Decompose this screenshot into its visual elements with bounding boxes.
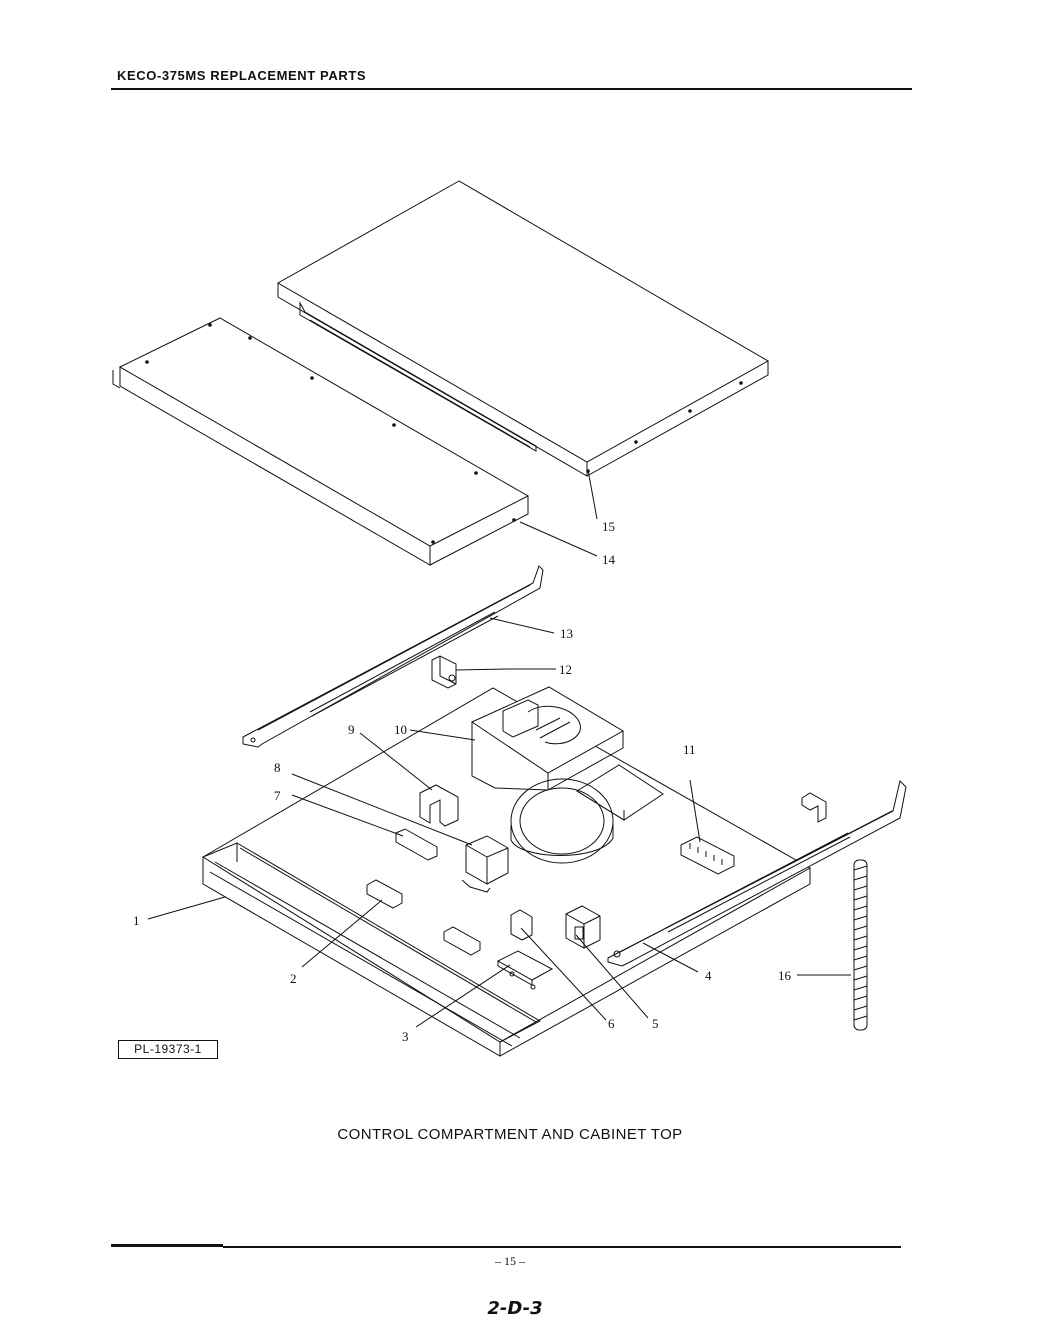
callout-4: 4 — [705, 968, 712, 983]
callout-14: 14 — [602, 552, 616, 567]
figure-caption: CONTROL COMPARTMENT AND CABINET TOP — [337, 1126, 683, 1143]
terminal-block-small — [443, 926, 481, 956]
part-5-transformer — [565, 905, 601, 949]
part-3-plate — [496, 950, 554, 990]
callout-11: 11 — [683, 742, 696, 757]
part-6-switch — [510, 909, 533, 941]
part-11-terminal-strip — [680, 836, 735, 875]
callout-3: 3 — [402, 1029, 409, 1044]
callout-leaders — [147, 469, 851, 1028]
callout-1: 1 — [133, 913, 140, 928]
part-2-terminal-block — [366, 879, 403, 909]
part-12-bracket — [431, 655, 457, 689]
blower-ring — [510, 778, 614, 864]
part-10-fan-housing — [470, 686, 625, 791]
callout-13: 13 — [560, 626, 573, 641]
footer-rule-accent — [111, 1244, 223, 1247]
part-16-threaded-rod — [853, 859, 868, 1031]
part-9-switch-bracket — [419, 784, 459, 827]
callout-8: 8 — [274, 760, 281, 775]
duct-opening — [576, 764, 664, 821]
callout-10: 10 — [394, 722, 407, 737]
callout-12: 12 — [559, 662, 572, 677]
footer-rule — [223, 1246, 901, 1248]
callout-16: 16 — [778, 968, 792, 983]
callout-labels: 1 2 3 4 5 6 7 8 9 10 11 12 13 14 15 16 — [133, 519, 792, 1044]
part-4-rail — [607, 780, 907, 967]
drawing-reference-code: PL-19373-1 — [118, 1040, 218, 1059]
callout-2: 2 — [290, 971, 297, 986]
callout-9: 9 — [348, 722, 355, 737]
page-number: – 15 – — [495, 1254, 525, 1268]
callout-5: 5 — [652, 1016, 659, 1031]
part-8-relay — [461, 835, 509, 893]
header-rule — [111, 88, 912, 90]
part-7-terminal-block — [395, 828, 438, 861]
part-15-cabinet-top — [276, 180, 770, 477]
callout-7: 7 — [274, 788, 281, 803]
callout-6: 6 — [608, 1016, 615, 1031]
header-title: KECO-375MS REPLACEMENT PARTS — [117, 68, 367, 83]
part-13-rail — [242, 565, 544, 748]
callout-15: 15 — [602, 519, 615, 534]
part-14-side-top-panel — [112, 317, 530, 566]
section-code: 2-D-3 — [487, 1298, 543, 1319]
